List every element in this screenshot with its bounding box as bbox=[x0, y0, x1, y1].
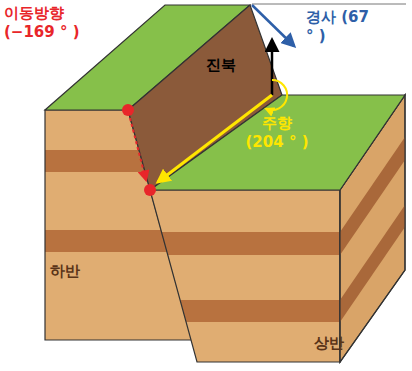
hanging-wall-label: 상반 bbox=[314, 334, 364, 353]
true-north-label: 진북 bbox=[206, 56, 246, 75]
motion-direction-label: 이동방향 (−169 ° ) bbox=[4, 4, 88, 42]
footwall-label: 하반 bbox=[50, 262, 100, 281]
dip-label: 경사 (67 ° ) bbox=[306, 8, 372, 46]
strike-label: 주향 (204 ° ) bbox=[244, 114, 310, 152]
